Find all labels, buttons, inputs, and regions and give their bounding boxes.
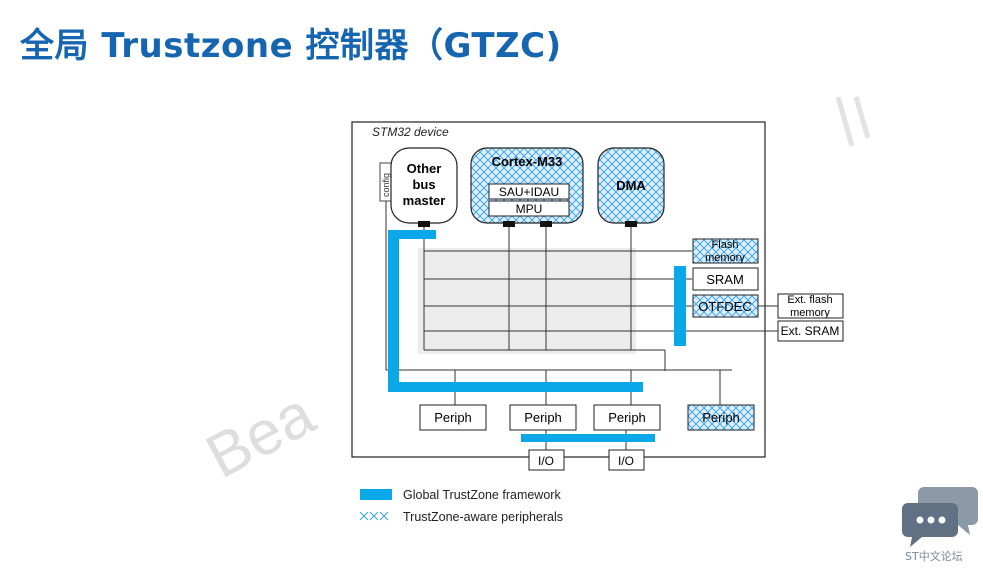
otfdec-box: [692, 294, 759, 318]
global-trustzone-framework: [388, 230, 686, 442]
dma-label: DMA: [616, 178, 646, 193]
chat-bubble-icon: [902, 487, 978, 547]
st-forum-label: ST中文论坛: [905, 550, 963, 563]
master-ports: [418, 221, 637, 227]
page-title: 全局 Trustzone 控制器（GTZC): [20, 26, 562, 66]
periph-2: [509, 404, 577, 431]
io-2-label: I/O: [618, 454, 634, 468]
flash-line2: memory: [705, 252, 745, 264]
flash-line1: Flash: [712, 239, 739, 251]
other-bus-master-line1: Other: [407, 161, 442, 176]
mpu-box: [488, 200, 570, 217]
sram-label: SRAM: [706, 272, 744, 287]
sau-label: SAU+IDAU: [499, 185, 559, 199]
legend-global-swatch: [360, 489, 392, 500]
periph-4-label: Periph: [702, 410, 740, 425]
periph-1: [419, 404, 487, 431]
bus-matrix-area: [418, 248, 636, 354]
ext-flash-box: [777, 293, 844, 319]
sram-box: [692, 267, 759, 291]
io-1: [528, 449, 565, 471]
otfdec-label: OTFDEC: [698, 299, 751, 314]
other-bus-master-line2: bus: [412, 177, 435, 192]
config-label: config: [381, 173, 391, 197]
bus-matrix-lines: [385, 201, 778, 450]
cortex-title: Cortex-M33: [492, 154, 563, 169]
periph-4: [687, 404, 755, 431]
ext-flash-line2: memory: [790, 307, 830, 319]
legend-global-label: Global TrustZone framework: [403, 488, 561, 502]
legend-aware-swatch: [359, 511, 389, 521]
ext-sram-label: Ext. SRAM: [781, 324, 840, 338]
periph-3: [593, 404, 661, 431]
periph-3-label: Periph: [608, 410, 646, 425]
ext-flash-line1: Ext. flash: [787, 294, 832, 306]
io-1-label: I/O: [538, 454, 554, 468]
periph-1-label: Periph: [434, 410, 472, 425]
sau-box: [488, 183, 570, 200]
ext-sram-box: [777, 320, 844, 342]
io-2: [608, 449, 645, 471]
mpu-label: MPU: [516, 202, 543, 216]
periph-2-label: Periph: [524, 410, 562, 425]
legend-aware-label: TrustZone-aware peripherals: [403, 510, 563, 524]
other-bus-master-line3: master: [403, 193, 446, 208]
flash-memory-box: [692, 238, 759, 264]
device-label: STM32 device: [372, 125, 449, 139]
watermark-strokes: [835, 96, 871, 147]
